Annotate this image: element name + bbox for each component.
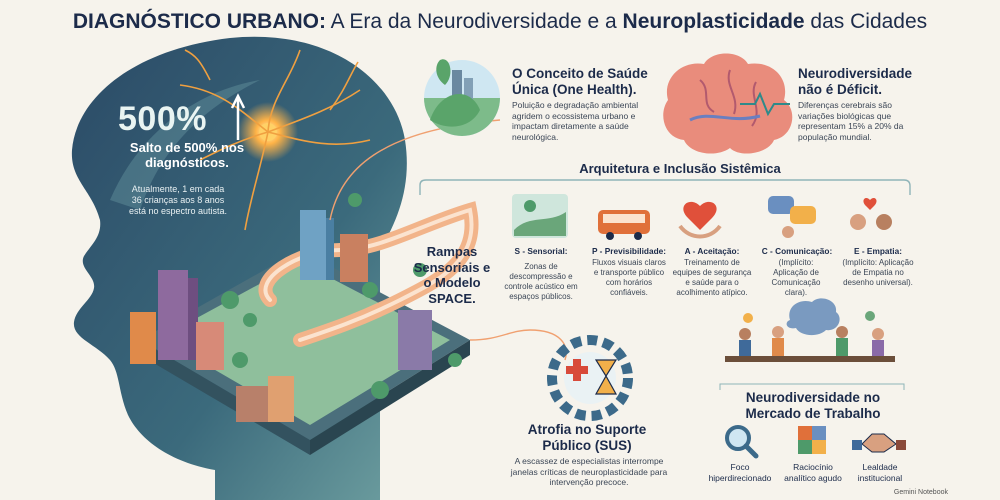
one-health-icon: [424, 59, 500, 136]
pillar-text-c: (Implícito: Aplicação de Comunicação cla…: [771, 258, 821, 297]
neuron-dendrites: [179, 49, 371, 231]
pillar-label-c: C - Comunicação:: [761, 246, 833, 256]
feature-foco: Foco hiperdirecionado: [708, 462, 772, 483]
puzzle-icon: [798, 426, 826, 454]
sus-title: Atrofia no Suporte Público (SUS): [527, 422, 647, 453]
pillar-text-s: Zonas de descompressão e controle acústi…: [504, 262, 578, 301]
pillar-text-a: Treinamento de equipes de segurança e sa…: [672, 258, 752, 297]
pillar-label-e: E - Empatia:: [854, 246, 902, 256]
pillar-label-a: A - Aceitação:: [684, 246, 740, 256]
pillar-aceitacao-icon: [678, 201, 722, 239]
pillar-sensorial-icon: [512, 194, 568, 238]
stat-label: Salto de 500% nos diagnósticos.: [129, 140, 245, 170]
one-health-text: Poluição e degradação ambiental agridem …: [512, 100, 639, 142]
city-base: [140, 340, 310, 455]
architecture-bracket: [419, 179, 911, 195]
feature-raciocinio: Raciocínio analítico agudo: [784, 462, 842, 483]
one-health-title: O Conceito de Saúde Única (One Health).: [512, 66, 648, 97]
pillar-text-e: (Implícito: Aplicação de Empatia no dese…: [842, 258, 914, 287]
pillar-label-p: P - Previsibilidade:: [591, 246, 667, 256]
work-bracket: [719, 383, 905, 390]
brain-icon: [663, 53, 793, 154]
pillar-empatia-icon: [850, 197, 892, 230]
feature-lealdade: Lealdade institucional: [857, 462, 903, 483]
pillar-previsibilidade-icon: [598, 210, 650, 240]
city-buildings: [130, 210, 432, 422]
pillar-comunicacao-icon: [768, 196, 816, 238]
head-highlight: [110, 80, 260, 210]
credit-label: Gemini Notebook: [893, 489, 948, 496]
title-part-4: das Cidades: [804, 10, 928, 33]
title-part-1: DIAGNÓSTICO URBANO:: [72, 10, 326, 33]
pillar-text-p: Fluxos visuais claros e transporte públi…: [592, 258, 666, 297]
neuro-title: Neurodiversidade não é Déficit.: [798, 66, 913, 97]
work-title: Neurodiversidade no Mercado de Trabalho: [745, 390, 881, 421]
title-part-3: Neuroplasticidade: [622, 10, 805, 33]
sus-text: A escassez de especialistas interrompe j…: [510, 456, 668, 487]
pillar-label-s: S - Sensorial:: [514, 246, 568, 256]
stat-note: Atualmente, 1 em cada 36 crianças aos 8 …: [128, 184, 228, 216]
arrow-up-icon: [230, 93, 246, 140]
stat-value: 500%: [118, 100, 207, 138]
handshake-icon: [852, 433, 906, 453]
trees: [221, 193, 462, 399]
rampas-title: Rampas Sensoriais e o Modelo SPACE.: [413, 244, 491, 306]
architecture-title: Arquitetura e Inclusão Sistêmica: [579, 161, 781, 176]
page-title: DIAGNÓSTICO URBANO: A Era da Neurodivers…: [0, 10, 1000, 34]
workplace-illustration: [725, 298, 895, 362]
gear-hourglass-icon: [547, 335, 633, 421]
title-part-2: A Era da Neurodiversidade e a: [326, 10, 623, 33]
neuro-text: Diferenças cerebrais são variações bioló…: [798, 100, 904, 142]
magnifier-icon: [725, 425, 759, 459]
